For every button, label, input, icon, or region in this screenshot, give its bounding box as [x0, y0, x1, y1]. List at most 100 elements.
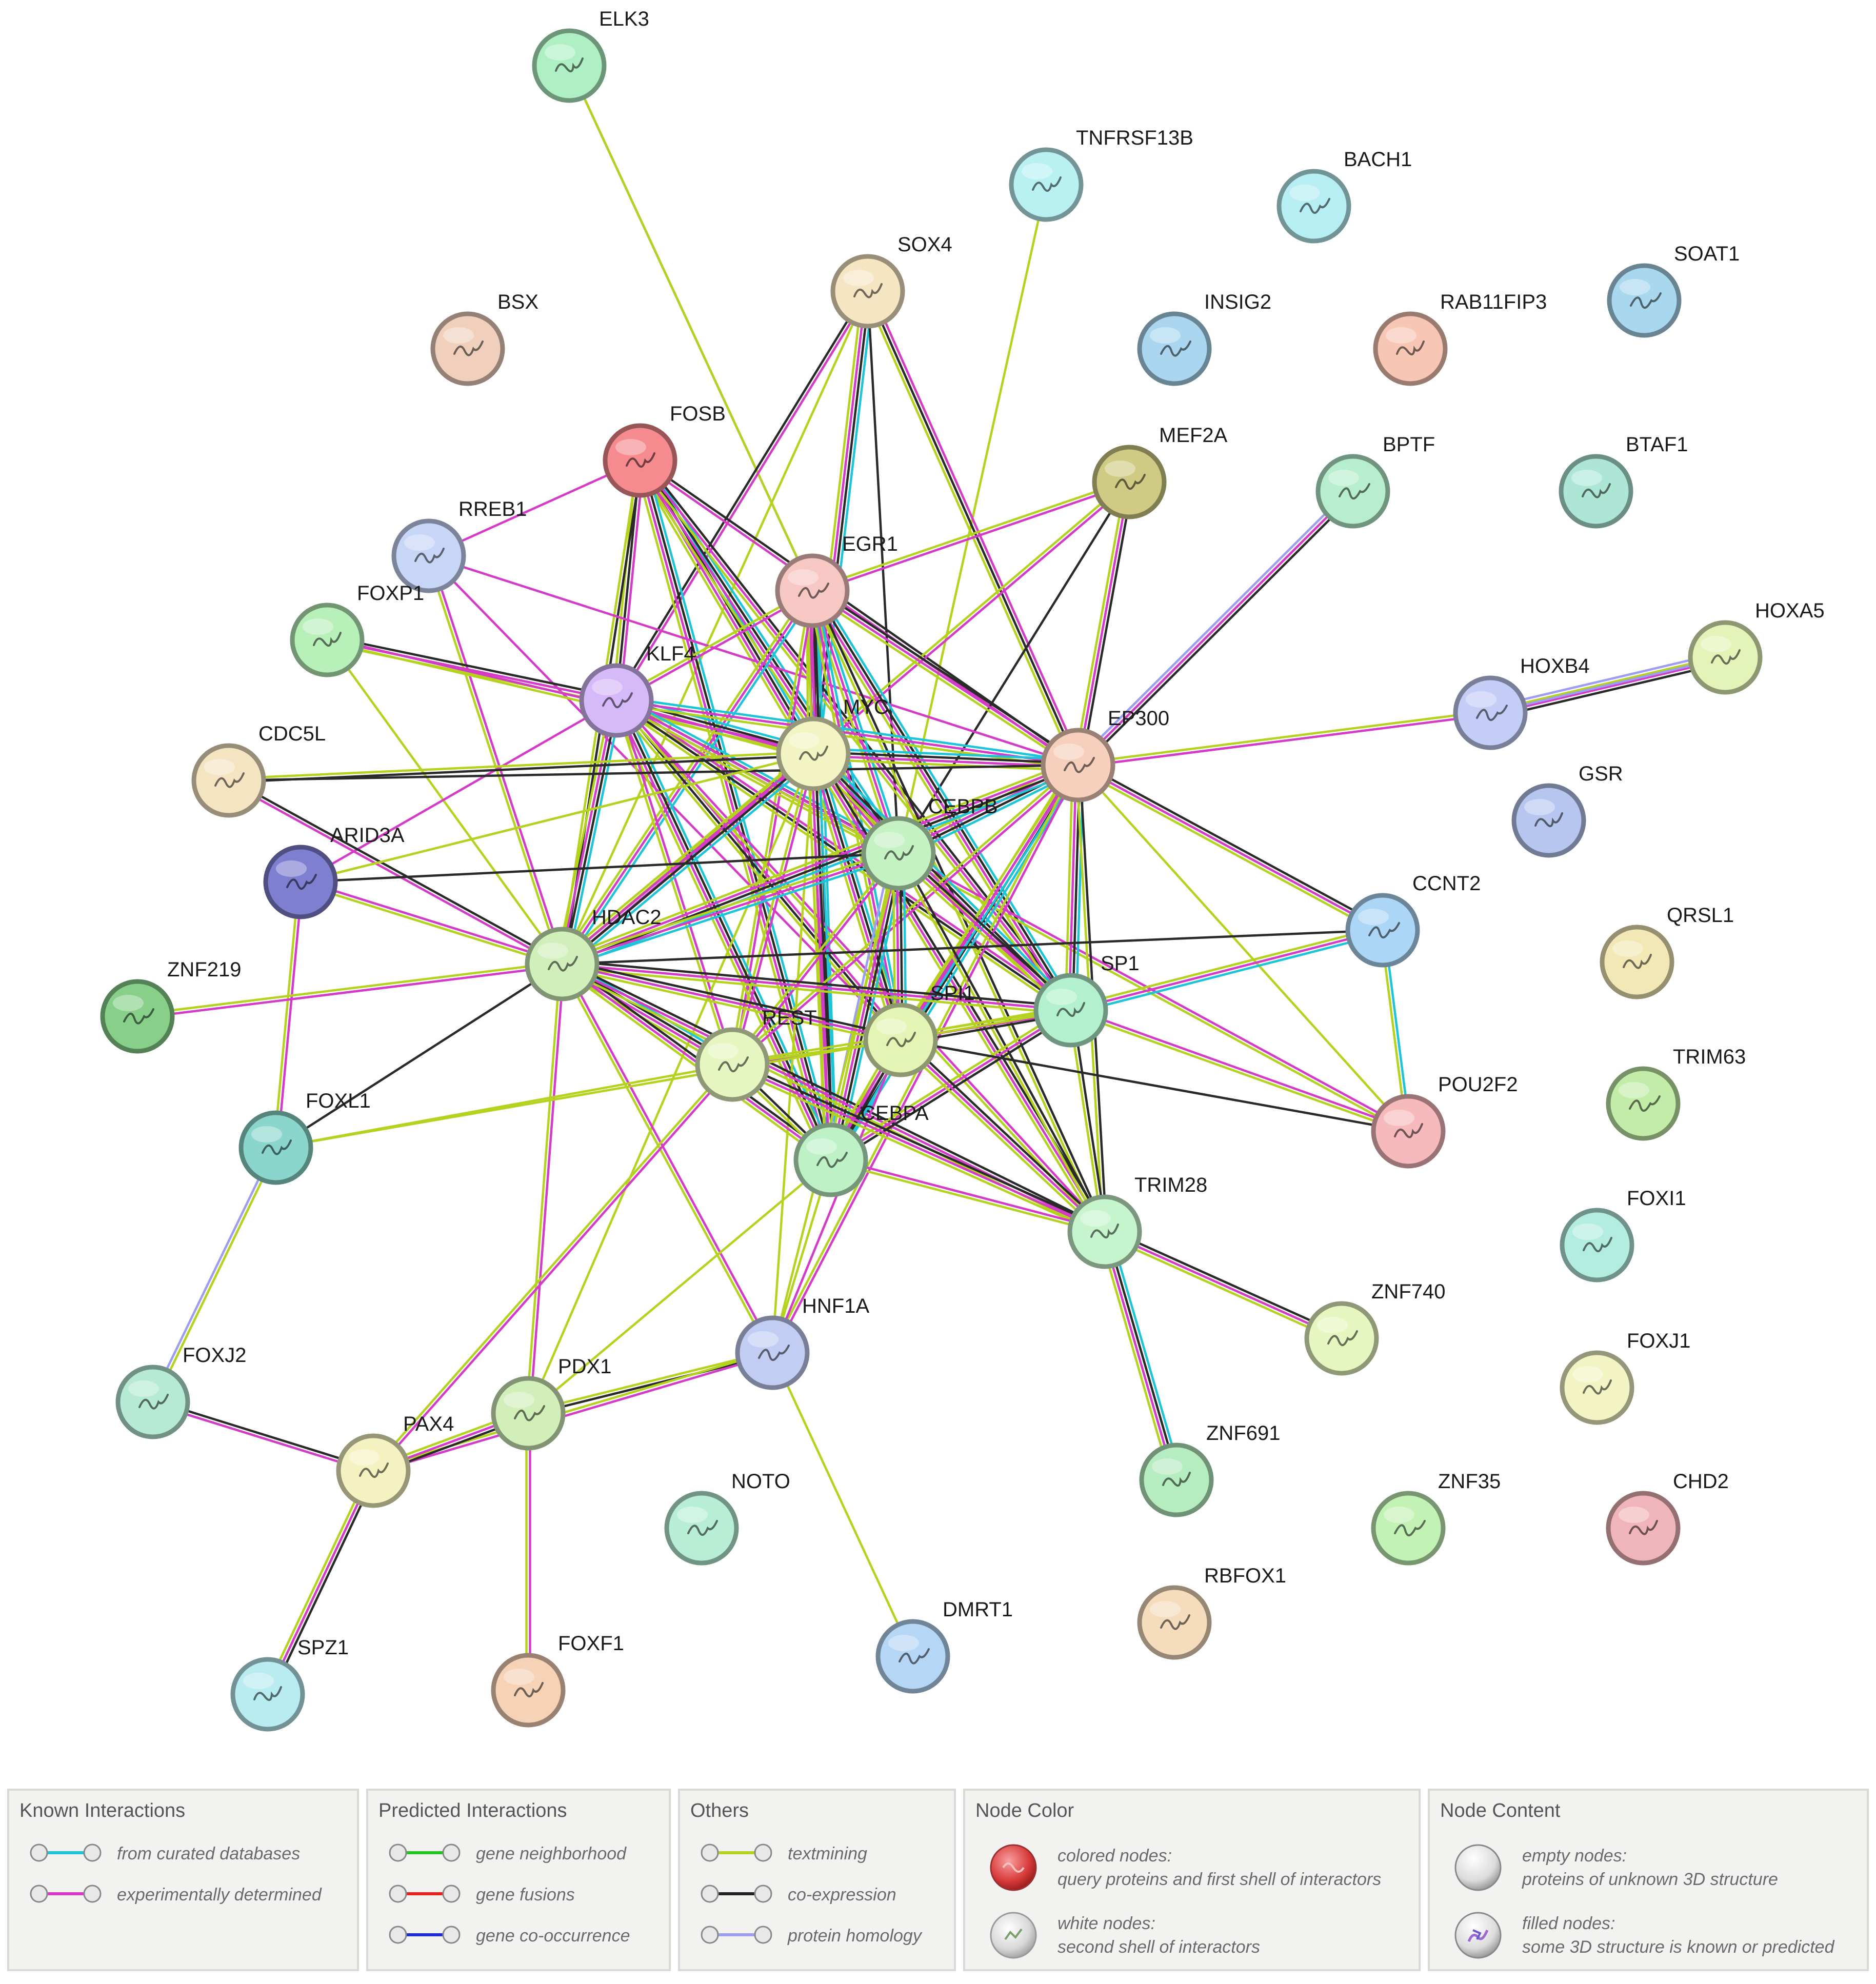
- node-bsx[interactable]: BSX: [430, 291, 538, 386]
- node-btaf1[interactable]: BTAF1: [1559, 433, 1688, 529]
- node-rreb1[interactable]: RREB1: [391, 498, 527, 593]
- node-pax4[interactable]: PAX4: [336, 1413, 454, 1508]
- edge-hdac2-spi1[interactable]: [561, 959, 902, 1045]
- node-sox4[interactable]: SOX4: [830, 233, 952, 329]
- node-foxf1[interactable]: FOXF1: [491, 1632, 624, 1728]
- edge-cebpb-rest[interactable]: [730, 851, 901, 1067]
- edge-mef2a-ep300[interactable]: [1073, 481, 1134, 766]
- edge-klf4-arid3a[interactable]: [300, 699, 617, 883]
- edge-trim28-znf691[interactable]: [1098, 1230, 1183, 1482]
- node-myc[interactable]: MYC: [776, 696, 889, 791]
- edge-rest-trim28[interactable]: [730, 1060, 1107, 1236]
- edge-cebpa-pdx1[interactable]: [527, 1159, 832, 1414]
- edge-cdc5l-hdac2[interactable]: [227, 777, 564, 967]
- edge-trim28-znf740[interactable]: [1103, 1227, 1344, 1343]
- edge-cebpa-trim28[interactable]: [830, 1157, 1106, 1235]
- edge-bptf-ep300[interactable]: [1074, 488, 1356, 769]
- node-rab11fip3[interactable]: RAB11FIP3: [1373, 291, 1547, 386]
- node-hoxb4[interactable]: HOXB4: [1453, 655, 1590, 750]
- edge-hdac2-foxl1[interactable]: [275, 963, 563, 1149]
- edge-klf4-hdac2[interactable]: [555, 699, 623, 966]
- edge-sox4-hdac2[interactable]: [561, 291, 869, 965]
- node-znf740[interactable]: ZNF740: [1304, 1280, 1446, 1376]
- node-qrsl1[interactable]: QRSL1: [1600, 904, 1734, 999]
- edge-sp1-foxl1[interactable]: [275, 1009, 1071, 1149]
- edge-cebpb-hdac2[interactable]: [561, 849, 900, 969]
- node-egr1[interactable]: EGR1: [775, 533, 898, 628]
- node-cebpb[interactable]: CEBPB: [861, 795, 998, 891]
- node-hdac2[interactable]: HDAC2: [525, 906, 662, 1001]
- node-znf35[interactable]: ZNF35: [1371, 1470, 1501, 1566]
- edge-mef2a-egr1[interactable]: [811, 479, 1130, 594]
- edge-foxp1-hdac2[interactable]: [326, 639, 563, 965]
- node-soat1[interactable]: SOAT1: [1607, 243, 1740, 338]
- edge-hnf1a-dmrt1[interactable]: [771, 1352, 914, 1657]
- edge-foxl1-foxj2[interactable]: [150, 1146, 279, 1404]
- node-foxi1[interactable]: FOXI1: [1560, 1187, 1686, 1282]
- edge-fosb-rreb1[interactable]: [428, 459, 641, 557]
- edge-hdac2-hnf1a[interactable]: [559, 963, 775, 1354]
- node-pdx1[interactable]: PDX1: [491, 1355, 612, 1451]
- edge-cdc5l-ep300[interactable]: [228, 764, 1079, 782]
- node-znf219[interactable]: ZNF219: [100, 958, 242, 1054]
- edge-ep300-ccnt2[interactable]: [1075, 760, 1385, 935]
- node-bach1[interactable]: BACH1: [1276, 148, 1412, 244]
- node-mef2a[interactable]: MEF2A: [1092, 424, 1228, 519]
- node-spz1[interactable]: SPZ1: [230, 1636, 349, 1732]
- node-foxl1[interactable]: FOXL1: [238, 1090, 371, 1185]
- node-chd2[interactable]: CHD2: [1606, 1470, 1729, 1566]
- node-fosb[interactable]: FOSB: [603, 403, 726, 498]
- edge-klf4-trim28[interactable]: [614, 698, 1107, 1234]
- edge-hnf1a-pdx1[interactable]: [527, 1350, 773, 1416]
- node-trim28[interactable]: TRIM28: [1067, 1174, 1207, 1269]
- node-gsr[interactable]: GSR: [1511, 763, 1623, 858]
- node-ep300[interactable]: EP300: [1041, 707, 1169, 803]
- edge-hoxb4-hoxa5[interactable]: [1490, 656, 1726, 714]
- edge-spi1-pou2f2[interactable]: [900, 1038, 1409, 1133]
- node-spi1[interactable]: SPI1: [863, 982, 975, 1077]
- node-bptf[interactable]: BPTF: [1315, 433, 1435, 529]
- node-foxj2[interactable]: FOXJ2: [115, 1344, 246, 1439]
- edge-rreb1-ep300[interactable]: [428, 554, 1079, 767]
- node-cebpa[interactable]: CEBPA: [793, 1102, 929, 1197]
- edge-arid3a-hdac2[interactable]: [300, 879, 563, 967]
- edge-myc-rest[interactable]: [729, 753, 816, 1066]
- edge-sox4-ep300[interactable]: [863, 289, 1083, 767]
- edge-pdx1-foxf1[interactable]: [525, 1413, 531, 1690]
- edge-sp1-trim28[interactable]: [1068, 1010, 1108, 1232]
- edge-egr1-spi1[interactable]: [807, 590, 906, 1041]
- edge-rest-pax4[interactable]: [371, 1063, 735, 1473]
- node-trim63[interactable]: TRIM63: [1606, 1046, 1746, 1141]
- edge-ccnt2-sp1[interactable]: [1069, 926, 1384, 1015]
- node-foxp1[interactable]: FOXP1: [290, 582, 424, 677]
- edge-elk3-egr1[interactable]: [568, 65, 814, 591]
- edge-hdac2-pdx1[interactable]: [525, 964, 565, 1414]
- edge-rreb1-hdac2[interactable]: [426, 555, 565, 965]
- node-hoxa5[interactable]: HOXA5: [1688, 599, 1825, 695]
- edge-klf4-ep300[interactable]: [615, 695, 1079, 770]
- edge-cebpb-trim28[interactable]: [895, 852, 1108, 1233]
- edge-egr1-ep300[interactable]: [809, 587, 1081, 769]
- edge-foxj2-pax4[interactable]: [152, 1399, 374, 1474]
- edge-rest-foxl1[interactable]: [275, 1063, 733, 1149]
- node-tnfrsf13b[interactable]: TNFRSF13B: [1009, 127, 1193, 222]
- edge-arid3a-myc[interactable]: [300, 752, 814, 884]
- edge-sp1-pou2f2[interactable]: [1070, 1007, 1409, 1134]
- node-noto[interactable]: NOTO: [664, 1470, 790, 1566]
- edge-spi1-trim28[interactable]: [897, 1036, 1108, 1235]
- edge-egr1-klf4[interactable]: [615, 588, 814, 704]
- node-dmrt1[interactable]: DMRT1: [875, 1598, 1013, 1694]
- edge-myc-pdx1[interactable]: [527, 753, 815, 1414]
- node-znf691[interactable]: ZNF691: [1139, 1422, 1281, 1517]
- edge-hdac2-sp1[interactable]: [562, 959, 1071, 1015]
- edge-hoxa5-hoxb4[interactable]: [1489, 651, 1727, 719]
- node-elk3[interactable]: ELK3: [532, 8, 649, 103]
- node-rbfox1[interactable]: RBFOX1: [1137, 1565, 1286, 1660]
- edge-sox4-klf4[interactable]: [614, 289, 870, 703]
- node-rest[interactable]: REST: [695, 1007, 817, 1102]
- node-hnf1a[interactable]: HNF1A: [735, 1295, 869, 1390]
- edge-ccnt2-hdac2[interactable]: [562, 929, 1383, 966]
- edge-cebpb-sp1[interactable]: [895, 850, 1074, 1014]
- edge-hoxb4-ep300[interactable]: [1077, 710, 1491, 768]
- edge-hdac2-znf219[interactable]: [137, 961, 563, 1019]
